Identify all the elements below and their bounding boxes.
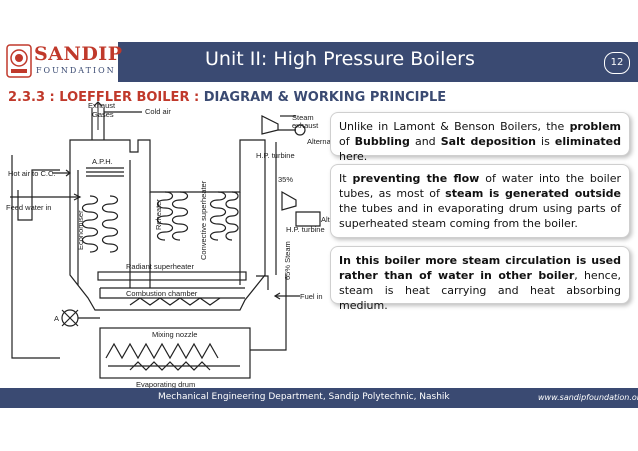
box1-text-4: is [536,135,555,148]
footer-department: Mechanical Engineering Department, Sandi… [158,392,450,402]
label-convective-superheater: Convective superheater [199,180,208,260]
footer-url: www.sandipfoundation.org [538,393,638,402]
section-title-part2: DIAGRAM & WORKING PRINCIPLE [203,90,447,105]
label-exhaust-gases-2: Gases [92,110,114,119]
label-feed-water: Feed water in [6,203,51,212]
box1-text-3: and [409,135,441,148]
label-35-percent: 35% [278,175,293,184]
box3-text-1: , hence, steam is heat carrying and heat… [339,269,621,312]
label-fuel-in: Fuel in [300,292,323,301]
box2-text-1: It [339,172,353,185]
box1-text-5: here. [339,150,368,163]
label-a: A [54,314,59,323]
label-economiser: Economiser [76,210,85,250]
section-title: 2.3.3 : LOEFFLER BOILER : DIAGRAM & WORK… [8,90,446,105]
label-reheater: Reheater [154,199,163,230]
label-steam-exhaust-2: exhaust [292,121,319,130]
label-hp-turbine-mid: H.P. turbine [286,225,325,234]
label-alternator: Alternator [307,137,335,146]
box1-bold-2: Bubbling [354,135,410,148]
label-mixing-nozzle: Mixing nozzle [152,330,197,339]
label-hp-turbine-top: H.P. turbine [256,151,295,160]
info-box-1: Unlike in Lamont & Benson Boilers, the p… [330,112,630,163]
box1-text-2: of [339,135,355,148]
box1-bold-3: Salt deposition [440,135,536,148]
slide-number: 12 [604,52,630,74]
box1-bold-1: problem [569,120,621,133]
logo-title: SANDIP [34,43,123,65]
box2-bold-1: preventing the flow [352,172,480,185]
footer-bar [0,388,638,408]
info-box-2: It preventing the flow of water into the… [330,164,630,238]
lion-emblem-icon [6,44,32,78]
label-hot-air: Hot air to C.C. [8,169,56,178]
logo-subtitle: FOUNDATION [36,66,116,75]
box3-bold-1: In this boiler more steam circulation is… [339,254,621,282]
loeffler-boiler-diagram: Exhaust Gases Cold air Steam exhaust Alt… [6,101,335,389]
label-radiant-superheater: Radiant superheater [126,262,194,271]
box2-text-3: the tubes and in evaporating drum using … [339,202,621,230]
label-alte: Alte [321,215,334,224]
box2-bold-2: steam is generated outside [445,187,622,200]
box1-bold-4: eliminated [554,135,621,148]
section-title-part1: 2.3.3 : LOEFFLER BOILER : [8,90,204,105]
info-box-3: In this boiler more steam circulation is… [330,246,630,312]
label-cold-air: Cold air [145,107,171,116]
label-aph: A.P.H. [92,157,113,166]
label-evaporating-drum: Evaporating drum [136,380,195,389]
label-exhaust-gases: Exhaust [88,101,116,110]
box2-text-2: of water into the boiler tubes, as most … [339,172,621,200]
label-combustion-chamber: Combustion chamber [126,289,198,298]
box1-text-1: Unlike in Lamont & Benson Boilers, the [339,120,570,133]
page-title: Unit II: High Pressure Boilers [205,48,475,70]
label-steam-exhaust-1: Steam [292,113,314,122]
label-65-steam: 65% Steam [283,241,292,280]
